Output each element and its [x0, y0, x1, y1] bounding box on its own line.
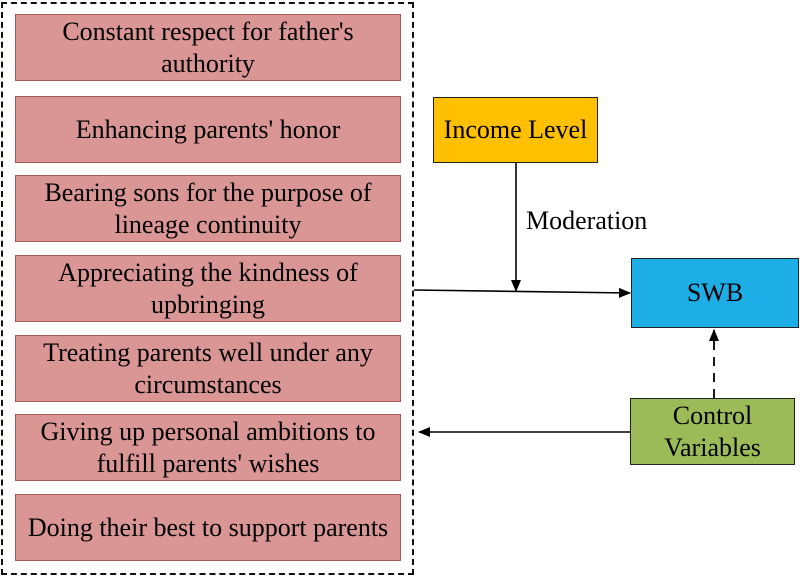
item-bearing-sons: Bearing sons for the purpose of lineage … — [15, 175, 401, 242]
main-effect-arrow — [413, 287, 631, 298]
item-giving-up-ambitions: Giving up personal ambitions to fulfill … — [15, 414, 401, 481]
item-father-authority: Constant respect for father's authority — [15, 14, 401, 81]
item-parents-honor: Enhancing parents' honor — [15, 96, 401, 163]
item-appreciating-kindness: Appreciating the kindness of upbringing — [15, 255, 401, 322]
moderation-label: Moderation — [526, 206, 648, 235]
filial-piety-group — [1, 2, 414, 575]
swb-box: SWB — [631, 258, 799, 328]
control-variables-box: Control Variables — [630, 398, 795, 465]
item-support-parents: Doing their best to support parents — [15, 494, 401, 561]
income-level-box: Income Level — [433, 97, 598, 163]
item-treating-parents-well: Treating parents well under any circumst… — [15, 335, 401, 402]
